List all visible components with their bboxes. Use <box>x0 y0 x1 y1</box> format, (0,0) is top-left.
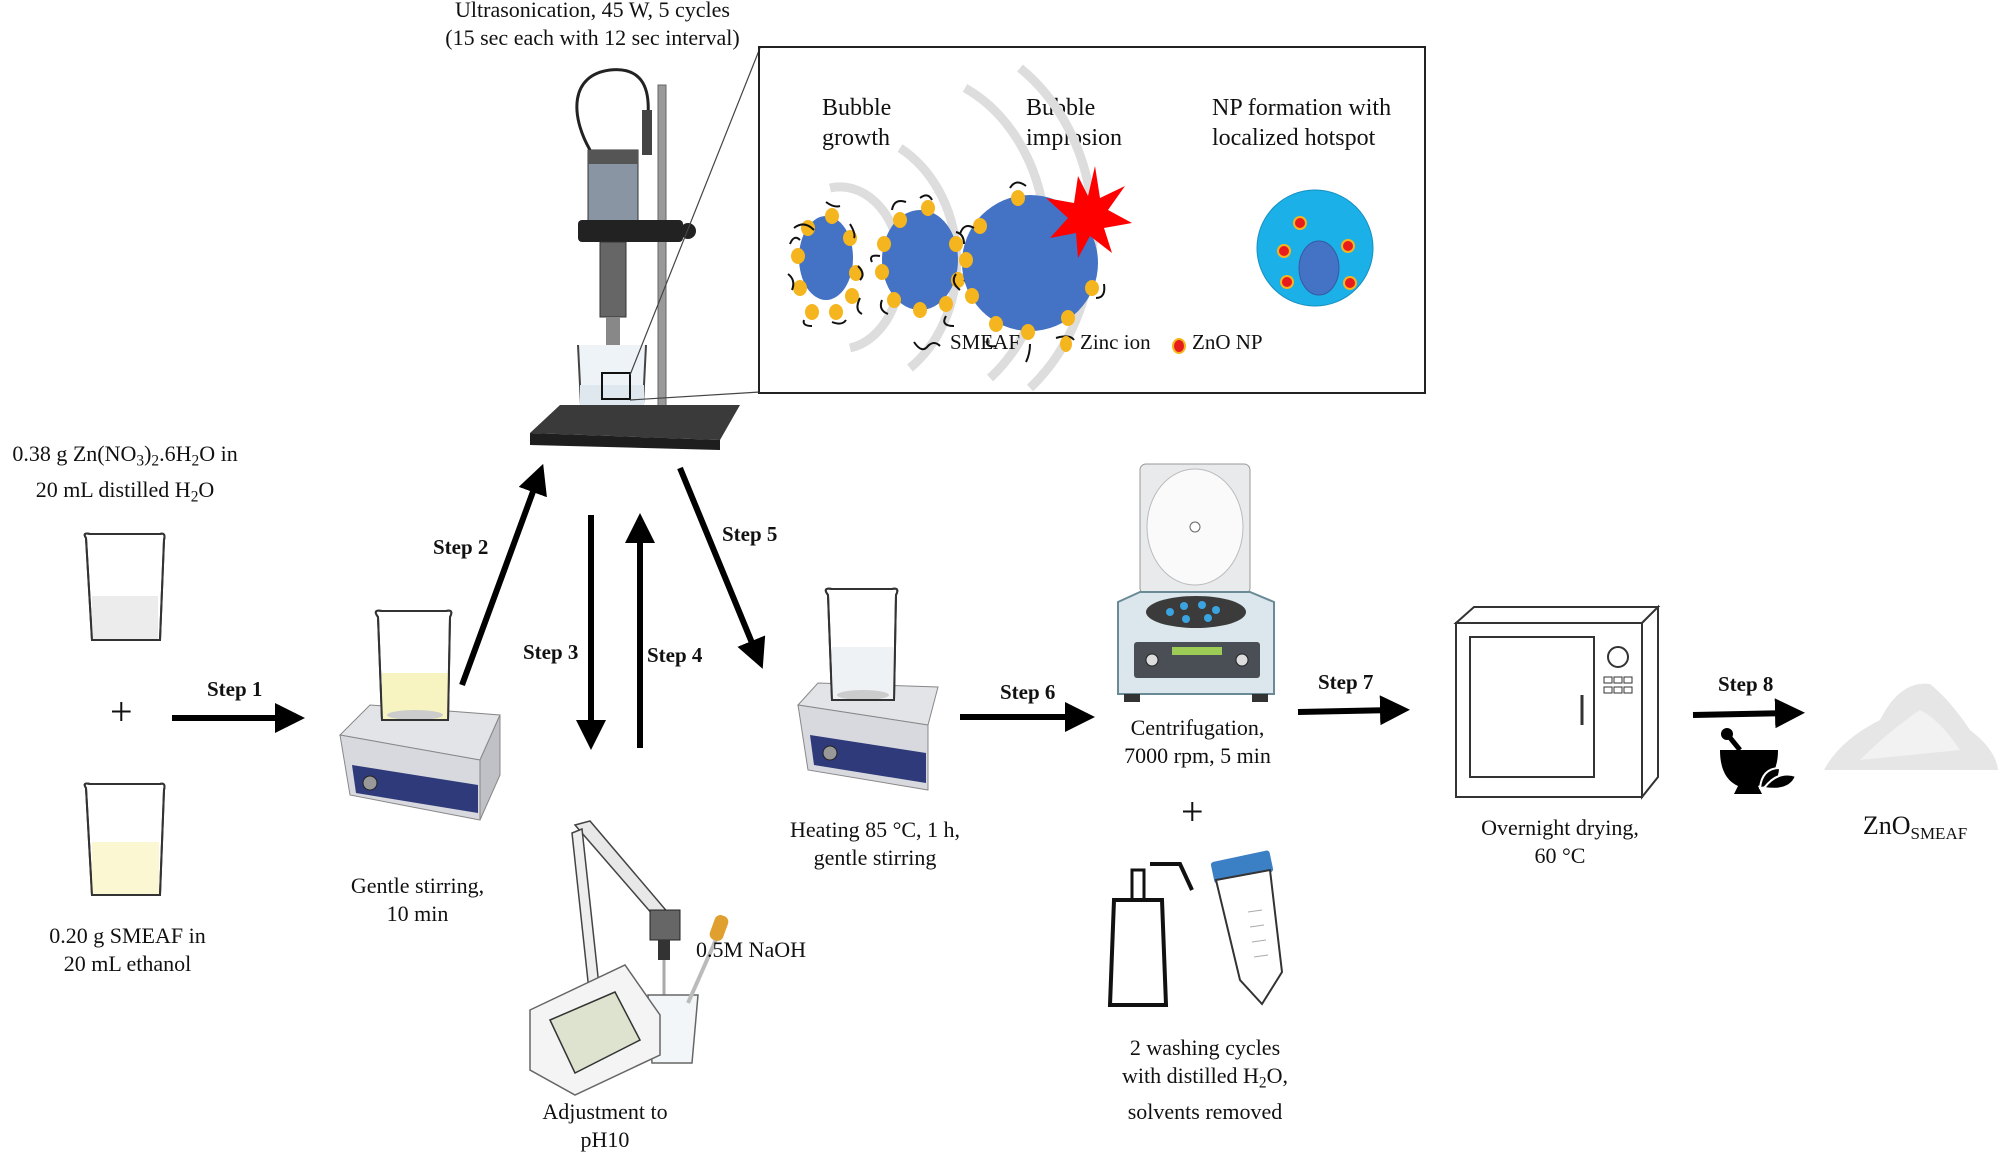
bubble-small <box>787 201 864 327</box>
drying-oven-icon <box>1453 604 1661 800</box>
heating-stirrer-icon <box>797 587 939 791</box>
arrow-step8 <box>1692 698 1805 729</box>
centrifuge-icon <box>1117 463 1275 702</box>
t: 3 <box>136 452 145 470</box>
label-line: NP formation with <box>1212 95 1392 121</box>
arrow-step2 <box>459 463 547 687</box>
zinc-ion-legend-icon <box>1060 336 1072 352</box>
washing-line1: 2 washing cycles <box>1129 1035 1281 1060</box>
t: 2 <box>1258 1074 1267 1092</box>
t: ) <box>144 441 152 466</box>
t: with distilled H <box>1122 1063 1259 1088</box>
product-main: ZnO <box>1862 811 1911 840</box>
t: O <box>198 476 215 502</box>
t: 2 <box>191 452 200 470</box>
cavitation-inset: Bubble growth Bubble implosion NP format… <box>758 46 1426 394</box>
ph-adjustment-label: Adjustment to pH10 <box>500 1098 710 1154</box>
implosion-burst <box>1046 166 1132 258</box>
step7-label: Step 7 <box>1318 670 1374 694</box>
step1-label: Step 1 <box>207 677 263 701</box>
step8-label: Step 8 <box>1718 672 1774 696</box>
drying-label: Overnight drying, 60 °C <box>1455 814 1665 870</box>
t: 0.38 g Zn(NO <box>12 441 137 466</box>
centrifuge-line2: 7000 rpm, 5 min <box>1124 743 1271 768</box>
stirring-line2: 10 min <box>386 901 449 926</box>
step5-label: Step 5 <box>722 522 778 546</box>
t: O in <box>199 441 238 466</box>
t: O, <box>1266 1063 1288 1088</box>
drying-line2: 60 °C <box>1534 843 1586 868</box>
arrow-step5 <box>677 466 766 669</box>
washing-label: 2 washing cycles with distilled H2O, sol… <box>1085 1034 1325 1126</box>
stirring-label: Gentle stirring, 10 min <box>320 872 515 928</box>
stage-np-formation-label: NP formation with localized hotspot <box>1212 93 1391 153</box>
label-line: growth <box>822 125 890 151</box>
hotplate-stirrer-icon <box>338 609 501 821</box>
bubble-imploding <box>952 166 1132 363</box>
step4-label: Step 4 <box>647 643 703 667</box>
smeaf-line2: 20 mL ethanol <box>63 951 192 976</box>
t: 20 mL distilled H <box>35 476 191 502</box>
label-line: localized hotspot <box>1212 125 1376 151</box>
ph-line1: Adjustment to <box>542 1099 668 1124</box>
arrow-step7 <box>1297 695 1410 726</box>
centrifuge-label: Centrifugation, 7000 rpm, 5 min <box>1105 714 1290 770</box>
smeaf-reagent-label: 0.20 g SMEAF in 20 mL ethanol <box>0 922 255 978</box>
mortar-pestle-icon <box>1720 728 1798 794</box>
label-line: Bubble <box>822 95 892 121</box>
step2-label: Step 2 <box>433 535 489 559</box>
step3-label: Step 3 <box>523 640 579 664</box>
smeaf-line1: 0.20 g SMEAF in <box>49 923 206 948</box>
zinc-nitrate-line2: 20 mL distilled H2O <box>0 476 250 512</box>
washing-line3: solvents removed <box>1127 1098 1283 1124</box>
t: 2 <box>190 488 199 506</box>
zinc-nitrate-line1: 0.38 g Zn(NO3)2.6H2O in <box>0 440 250 476</box>
cavitation-illustration <box>787 64 1374 392</box>
wash-bottle-icon <box>1107 862 1194 1007</box>
plus-sign-reagents: + <box>110 689 133 734</box>
smeaf-legend-icon <box>913 341 941 351</box>
zno-powder-icon <box>1824 683 1998 770</box>
heating-line1: Heating 85 °C, 1 h, <box>789 817 961 842</box>
ultrasonicator-icon <box>530 68 740 450</box>
plus-sign-washing: + <box>1181 789 1204 834</box>
heating-line2: gentle stirring <box>813 845 937 870</box>
np-hotspot <box>1256 189 1374 307</box>
t: 2 <box>151 452 160 470</box>
product-label: ZnOSMEAF <box>1840 812 1990 848</box>
legend-zinc-ion: Zinc ion <box>1080 330 1151 354</box>
product-sub: SMEAF <box>1910 824 1968 844</box>
legend-zno-np: ZnO NP <box>1192 330 1263 354</box>
naoh-label: 0.5M NaOH <box>696 937 806 962</box>
stage-bubble-growth-label: Bubble growth <box>822 93 891 153</box>
beaker-zinc-nitrate-icon <box>83 532 166 641</box>
beaker-smeaf-icon <box>83 782 166 896</box>
stirring-line1: Gentle stirring, <box>350 873 485 898</box>
washing-line2: with distilled H2O, <box>1085 1062 1325 1098</box>
zno-np-legend-icon <box>1172 338 1186 354</box>
ultrasonication-line1: Ultrasonication, 45 W, 5 cycles <box>455 0 730 22</box>
heating-label: Heating 85 °C, 1 h, gentle stirring <box>770 816 980 872</box>
drying-line1: Overnight drying, <box>1481 815 1639 840</box>
ultrasonication-label: Ultrasonication, 45 W, 5 cycles (15 sec … <box>420 0 765 52</box>
ph-meter-icon <box>529 820 729 1096</box>
zinc-nitrate-label: 0.38 g Zn(NO3)2.6H2O in 20 mL distilled … <box>0 440 250 511</box>
centrifuge-tube-icon <box>1210 850 1284 1006</box>
ph-line2: pH10 <box>580 1127 630 1152</box>
ultrasonication-line2: (15 sec each with 12 sec interval) <box>445 25 740 50</box>
step6-label: Step 6 <box>1000 680 1056 704</box>
centrifuge-line1: Centrifugation, <box>1130 715 1265 740</box>
legend-smeaf: SMEAF <box>950 330 1021 354</box>
t: .6H <box>159 441 192 466</box>
